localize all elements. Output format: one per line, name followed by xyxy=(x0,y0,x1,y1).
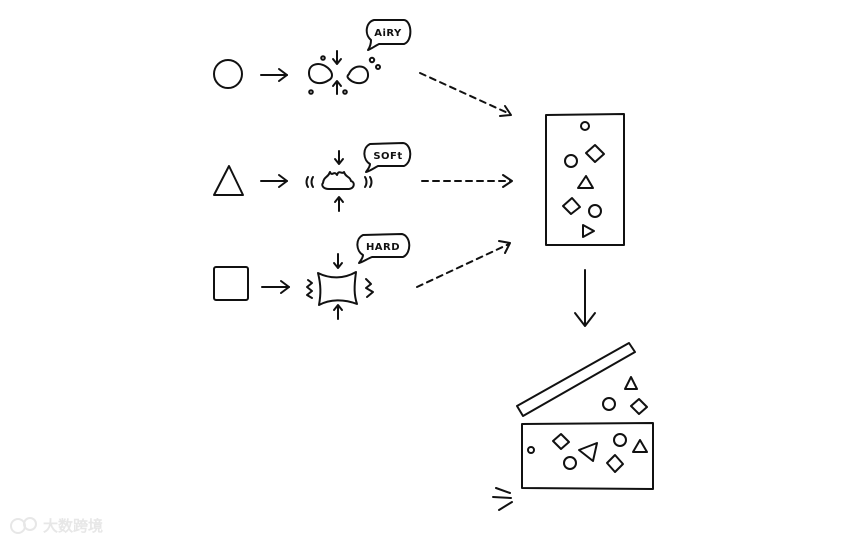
soft-label: SOFt xyxy=(373,151,402,162)
airy-label: AiRY xyxy=(374,28,402,39)
arrow-right-icon xyxy=(261,280,290,294)
square-shape-icon xyxy=(213,266,249,301)
soft-squeeze-icon xyxy=(305,150,373,212)
airy-bubble xyxy=(365,19,412,51)
watermark-logo-icon xyxy=(10,518,26,534)
watermark-logo-icon xyxy=(23,517,37,531)
hard-squeeze-icon xyxy=(306,253,374,320)
dashed-arrow-bottom xyxy=(416,240,511,288)
watermark-text: 大数跨境 xyxy=(43,517,103,535)
hard-label: HARD xyxy=(366,242,400,253)
container-icon xyxy=(545,113,625,246)
circle-shape-icon xyxy=(213,59,243,89)
hard-bubble xyxy=(356,233,411,264)
open-box-icon xyxy=(492,342,654,511)
triangle-shape-icon xyxy=(213,165,244,196)
dashed-arrow-top xyxy=(419,72,512,117)
soft-bubble xyxy=(363,142,412,173)
watermark: 大数跨境 xyxy=(10,517,103,535)
airy-squeeze-icon xyxy=(308,50,381,95)
arrow-right-icon xyxy=(260,174,288,188)
arrow-right-icon xyxy=(260,68,288,82)
dashed-arrow-middle xyxy=(421,174,513,188)
arrow-down-icon xyxy=(574,269,596,327)
